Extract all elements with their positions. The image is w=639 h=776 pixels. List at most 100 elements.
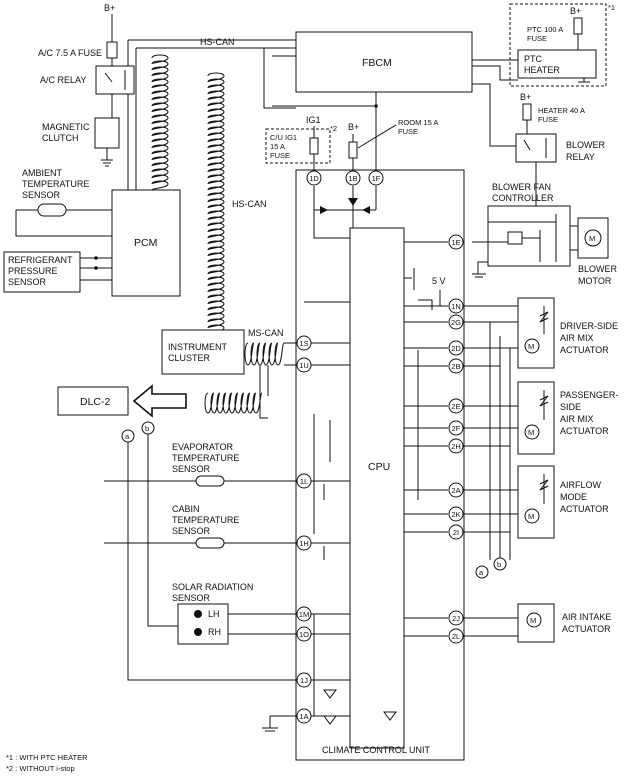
dlc-coil [204,392,263,414]
cabin-label-1: CABIN [172,504,200,514]
five-v-wires [404,241,448,310]
left-internal-misc [262,484,325,732]
cu-ig1-label-1: C/U IG1 [270,133,297,142]
ptc-heater-label-2: HEATER [524,65,560,75]
cpu-right-wires [404,305,448,637]
ac-fuse-label: A/C 7.5 A FUSE [38,48,102,58]
airflow-pot [539,474,549,504]
fbcm-label: FBCM [362,57,392,69]
heater-fuse [522,103,532,121]
pin-1N-label: 1N [451,302,461,311]
blower-fan-inner [472,214,557,262]
airflow-label-2: MODE [560,492,587,502]
conn-a-top-label: a [125,432,130,441]
blower-motor-label-1: BLOWER [578,264,618,274]
blower-relay-label-2: RELAY [566,152,595,162]
driver-label-3: ACTUATOR [560,345,609,355]
cpu-left-internals [313,414,331,716]
blower-fan-label-2: CONTROLLER [492,193,554,203]
cabin-label-3: SENSOR [172,526,211,536]
ambient-label-3: SENSOR [22,190,61,200]
solar-label-2: SENSOR [172,593,211,603]
intake-label-2: ACTUATOR [562,624,611,634]
blower-relay-label-1: BLOWER [566,140,606,150]
pin-2H-label: 2H [451,442,461,451]
clutch-label-1: MAGNETIC [42,122,90,132]
cabin-sensor-symbol [195,537,225,549]
cu-ig1-label-2: 15 A [270,142,285,151]
heater-fuse-label-1: HEATER 40 A [538,106,585,115]
pin-2A-circle [448,482,464,498]
cabin-label-2: TEMPERATURE [172,515,239,525]
pcm-box [111,189,181,297]
pin-1U-label: 1U [299,361,309,370]
conn-b-top-label: b [145,424,149,433]
ac-relay-out [111,94,129,190]
pin-2K-circle [448,506,464,522]
solar-lh-label: LH [208,609,220,619]
ptc-wires [472,34,579,81]
pin-1M-circle [296,606,312,622]
pin-2E-circle [448,398,464,414]
ac-relay-box [95,65,135,95]
room-fuse [348,141,358,159]
hs-can-coil-left [151,54,169,191]
pin-1M-label: 1M [299,610,309,619]
solar-label-1: SOLAR RADIATION [172,582,253,592]
blower-motor-icon [584,229,602,247]
pin-1L-circle [296,473,312,489]
evap-label-3: SENSOR [172,464,211,474]
conn-a-bottom [475,565,489,579]
refrigerant-label-2: PRESSURE [8,266,58,276]
ac-relay-label: A/C RELAY [40,75,86,85]
pin-2J-circle [448,610,464,626]
controller-ground [472,261,488,278]
actuator-bus [489,322,511,560]
room-leader [357,124,397,149]
pin-1L-label: 1L [300,477,308,486]
ptc-fuse-label-2: FUSE [527,34,547,43]
pin-1H-label: 1H [299,539,309,548]
dlc-arrow-icon [132,384,187,418]
driver-actuator-box [517,297,555,369]
clutch-label-2: CLUTCH [42,133,79,143]
pin-1S-label: 1S [299,339,308,348]
note-star2-tag: *2 [330,124,337,133]
pin-2E-label: 2E [451,402,460,411]
heater-fuse-label-2: FUSE [538,115,558,124]
note-star1-tag: *1 [608,3,615,12]
airflow-motor-icon [524,508,540,524]
pin-1E-circle [448,234,464,250]
motor-wires [570,225,578,251]
driver-motor-m: M [528,342,534,351]
ig1-label: IG1 [306,115,321,125]
pin-2L-label: 2L [452,632,460,641]
passenger-pot [539,390,549,420]
pin-2G-circle [448,314,464,330]
passenger-label-3: AIR MIX [560,414,594,424]
hs-can-top-lines [128,39,296,109]
pin-2F-circle [448,420,464,436]
airflow-motor-m: M [528,512,534,521]
pin-1U-circle [296,357,312,373]
refrigerant-sensor-box [3,251,81,293]
ambient-label-1: AMBIENT [22,168,63,178]
bplus-heater: B+ [520,92,531,102]
instrument-label-2: CLUSTER [168,353,211,363]
ptc-dashbox [509,3,607,87]
refrigerant-label-3: SENSOR [8,277,47,287]
blower-relay-box [515,133,557,163]
blower-fan-label-1: BLOWER FAN [492,182,551,192]
ac-fuse-symbol [106,41,118,59]
pin-2K-label: 2K [451,510,460,519]
driver-label-1: DRIVER-SIDE [560,321,618,331]
dlc2-label: DLC-2 [80,396,111,408]
pin-1F-circle [368,170,384,186]
solar-sensor-box [177,603,229,645]
cu-ig1-label-3: FUSE [270,151,290,160]
pin-2L-circle [448,628,464,644]
evap-label-1: EVAPORATOR [172,442,234,452]
pin-1B-circle [345,170,361,186]
